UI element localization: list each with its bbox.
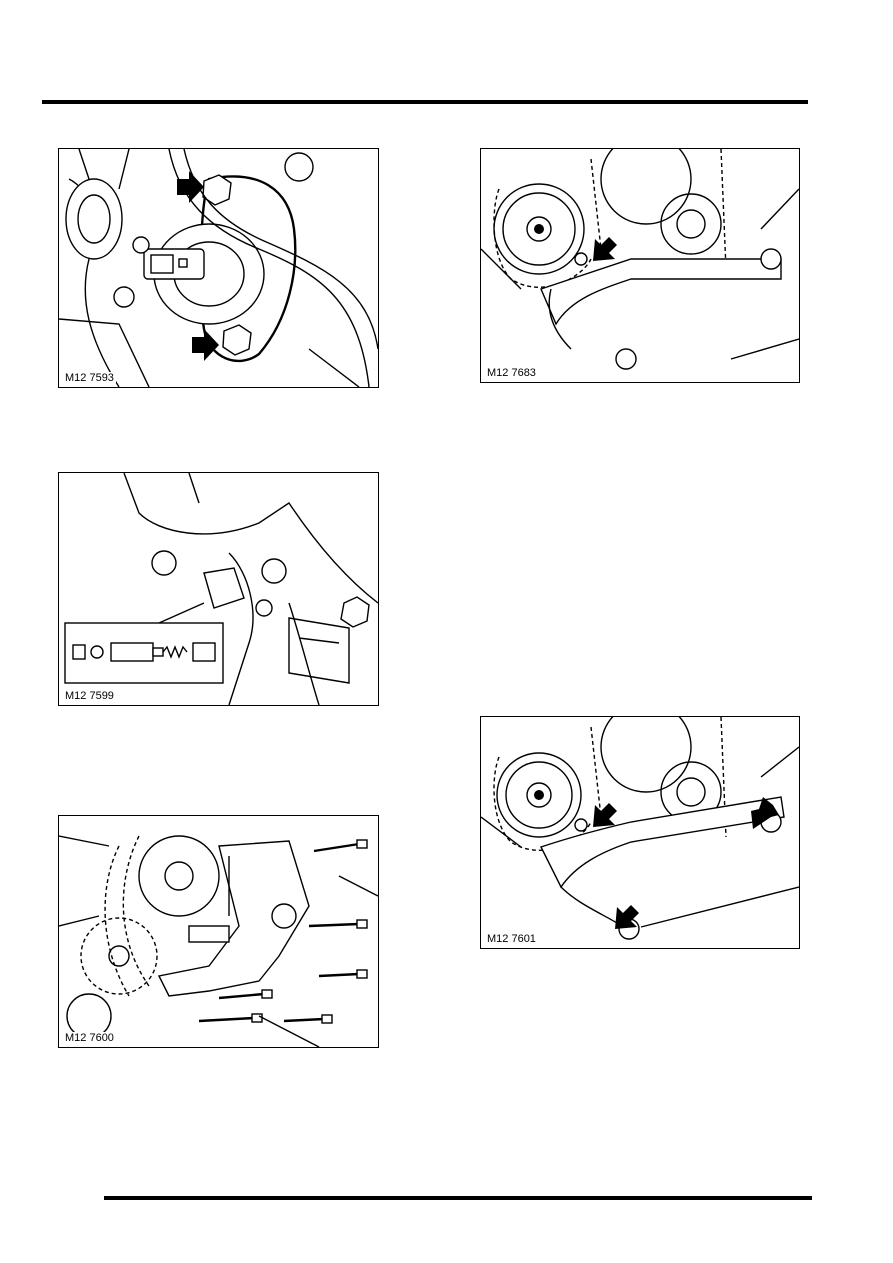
engine-front-drawing	[59, 835, 378, 1047]
footer-rule	[104, 1196, 812, 1200]
header-rule	[42, 100, 808, 104]
timing-chain-guides-drawing	[481, 717, 799, 940]
illustration-timing-chain-tensioner: M12 7683	[480, 148, 800, 383]
timing-chain-drawing	[481, 149, 799, 370]
illustration-sensor-flange: M12 7593	[58, 148, 379, 388]
illustration-timing-chain-guides: M12 7601	[480, 716, 800, 949]
figure-label: M12 7599	[63, 690, 116, 702]
figure-label: M12 7601	[485, 933, 538, 945]
component-exploded-drawing	[64, 473, 378, 705]
figure-label: M12 7600	[63, 1032, 116, 1044]
figure-label: M12 7683	[485, 367, 538, 379]
figure-label: M12 7593	[63, 372, 116, 384]
sensor-flange-drawing	[59, 149, 378, 387]
illustration-component-exploded: M12 7599	[58, 472, 379, 706]
illustration-engine-front-bolts: M12 7600	[58, 815, 379, 1048]
